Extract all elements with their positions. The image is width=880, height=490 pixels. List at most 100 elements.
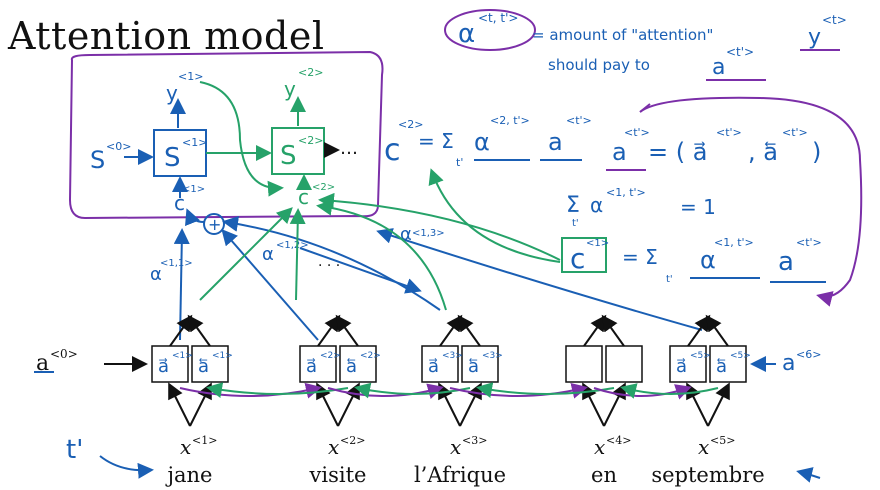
eq-a-rhs: = ( a⃗ xyxy=(648,138,707,166)
encoder-backward-sup: <3> xyxy=(482,351,503,361)
encoder-backward-label: a⃖ xyxy=(198,356,209,377)
encoder-forward-sup: <3> xyxy=(442,351,463,361)
eq-c1-alpha: α xyxy=(700,246,716,274)
encoder-backward-cell xyxy=(605,345,643,383)
input-x-sup: <3> xyxy=(462,434,487,447)
y1-label: y xyxy=(166,81,178,105)
forward-recurrent-arrow xyxy=(327,383,444,399)
input-x-sup: <1> xyxy=(192,434,217,447)
eq-c1-sup: <1> xyxy=(586,238,609,249)
eq-a-close: ) xyxy=(812,138,821,166)
s1-sup: <1> xyxy=(182,136,207,149)
eq-c2-a: a xyxy=(548,128,563,156)
eq-c2-sup: <2> xyxy=(398,118,423,131)
note-alpha-sup: <t, t'> xyxy=(478,11,518,25)
equation-a-def: a <t'> = ( a⃗ <t'> , a⃖ <t'> ) xyxy=(606,126,821,171)
decoder-box xyxy=(68,50,384,220)
encoder-forward-sup: <1> xyxy=(172,351,193,361)
input-word: l’Afrique xyxy=(414,463,506,487)
note-alpha: α xyxy=(458,19,475,49)
encoder-output-arrow xyxy=(439,314,463,347)
encoder-backward-sup: <1> xyxy=(212,351,233,361)
encoder-output-arrow xyxy=(335,314,359,347)
eq-c1-a: a xyxy=(778,247,794,277)
input-x-label: x xyxy=(180,435,191,459)
y1-sup: <1> xyxy=(178,70,203,83)
forward-recurrent-arrow xyxy=(449,383,588,399)
eq-c1-lhs: c xyxy=(570,242,585,275)
s2-sup: <2> xyxy=(298,134,323,147)
eq-sum-alpha: α xyxy=(590,193,603,217)
s1-label: S xyxy=(164,143,181,173)
encoder-output-arrow xyxy=(705,314,729,347)
c2-sup: <2> xyxy=(312,182,335,193)
note-a-sup: <t'> xyxy=(726,45,754,59)
s2-label: S xyxy=(280,141,297,171)
equation-c1: c <1> = Σ t' α <1, t'> a <t'> xyxy=(561,236,826,285)
eq-sum-sigma: Σ xyxy=(566,193,580,218)
eq-c1-a-sup: <t'> xyxy=(796,236,822,249)
equation-c2: c <2> = Σ t' α <2, t'> a <t'> xyxy=(384,114,592,169)
equation-sum: Σ t' α <1, t'> = 1 xyxy=(566,186,716,229)
input-word: jane xyxy=(165,463,213,487)
encoder-forward-sup: <2> xyxy=(320,351,341,361)
alpha-dots: · · · xyxy=(318,258,340,274)
eq-a-back-sup: <t'> xyxy=(782,126,808,139)
note-y: y xyxy=(808,25,821,50)
eq-sum-sup: <1, t'> xyxy=(606,186,646,199)
forward-recurrent-arrow xyxy=(593,384,692,400)
encoder-output-arrow xyxy=(583,314,607,347)
encoder-cells: a⃗<1>a⃖<1>x<1>janea⃗<2>a⃖<2>x<2>visitea⃗… xyxy=(151,314,765,487)
eq-c1-sub: t' xyxy=(666,274,673,285)
encoder-backward-sup: <2> xyxy=(360,351,381,361)
backward-recurrent-arrow xyxy=(206,382,349,398)
c1-label: c xyxy=(174,191,185,215)
t-prime-label: t' xyxy=(66,435,83,465)
eq-c2-a-sup: <t'> xyxy=(566,114,592,127)
alpha13-sup: <1,3> xyxy=(412,228,445,239)
encoder-backward-sup: <5> xyxy=(730,351,751,361)
encoder-output-arrow xyxy=(187,314,211,347)
eq-c2-alpha-sup: <2, t'> xyxy=(490,114,530,127)
a0-label: a xyxy=(36,351,49,376)
encoder-backward-label: a⃖ xyxy=(716,356,727,377)
encoder-forward-cell xyxy=(565,345,603,383)
c1-sup: <1> xyxy=(182,184,205,195)
input-word: en xyxy=(591,463,617,487)
y2-sup: <2> xyxy=(298,66,323,79)
encoder-input-arrow xyxy=(707,382,730,427)
encoder-forward-sup: <5> xyxy=(690,351,711,361)
y2-label: y xyxy=(284,77,296,101)
page-title: Attention model xyxy=(8,14,325,58)
input-x-sup: <4> xyxy=(606,434,631,447)
alpha13-label: α xyxy=(400,224,412,245)
encoder-output-arrow xyxy=(169,314,193,347)
input-x-label: x xyxy=(450,435,461,459)
forward-recurrent-arrow xyxy=(179,382,322,399)
input-x-sup: <5> xyxy=(710,434,735,447)
alpha-circle xyxy=(444,9,536,51)
eq-c1-alpha-sup: <1, t'> xyxy=(714,236,754,249)
encoder-output-arrow xyxy=(687,314,711,347)
note-a: a xyxy=(712,55,725,80)
c2-label: c xyxy=(298,185,309,209)
encoder-output-arrow xyxy=(601,314,625,347)
eq-c1-eq: = Σ xyxy=(622,245,658,269)
eq-a-back: , a⃖ xyxy=(748,138,778,166)
eq-c2-lhs: c xyxy=(384,133,401,168)
s0-sup: <0> xyxy=(106,140,131,153)
s0-label: S xyxy=(90,146,105,174)
input-x-label: x xyxy=(328,435,339,459)
input-x-label: x xyxy=(698,435,709,459)
alpha12-sup: <1,2> xyxy=(276,240,309,251)
input-x-sup: <2> xyxy=(340,434,365,447)
eq-c2-sub: t' xyxy=(456,156,463,169)
alpha11-sup: <1,1> xyxy=(160,258,193,269)
encoder-backward-label: a⃖ xyxy=(346,356,357,377)
plus-sign: + xyxy=(208,215,221,234)
eq-a-rhs-sup: <t'> xyxy=(716,126,742,139)
a0-sup: <0> xyxy=(50,347,78,361)
eq-a-lhs: a xyxy=(612,138,627,166)
encoder-forward-label: a⃗ xyxy=(158,356,169,377)
